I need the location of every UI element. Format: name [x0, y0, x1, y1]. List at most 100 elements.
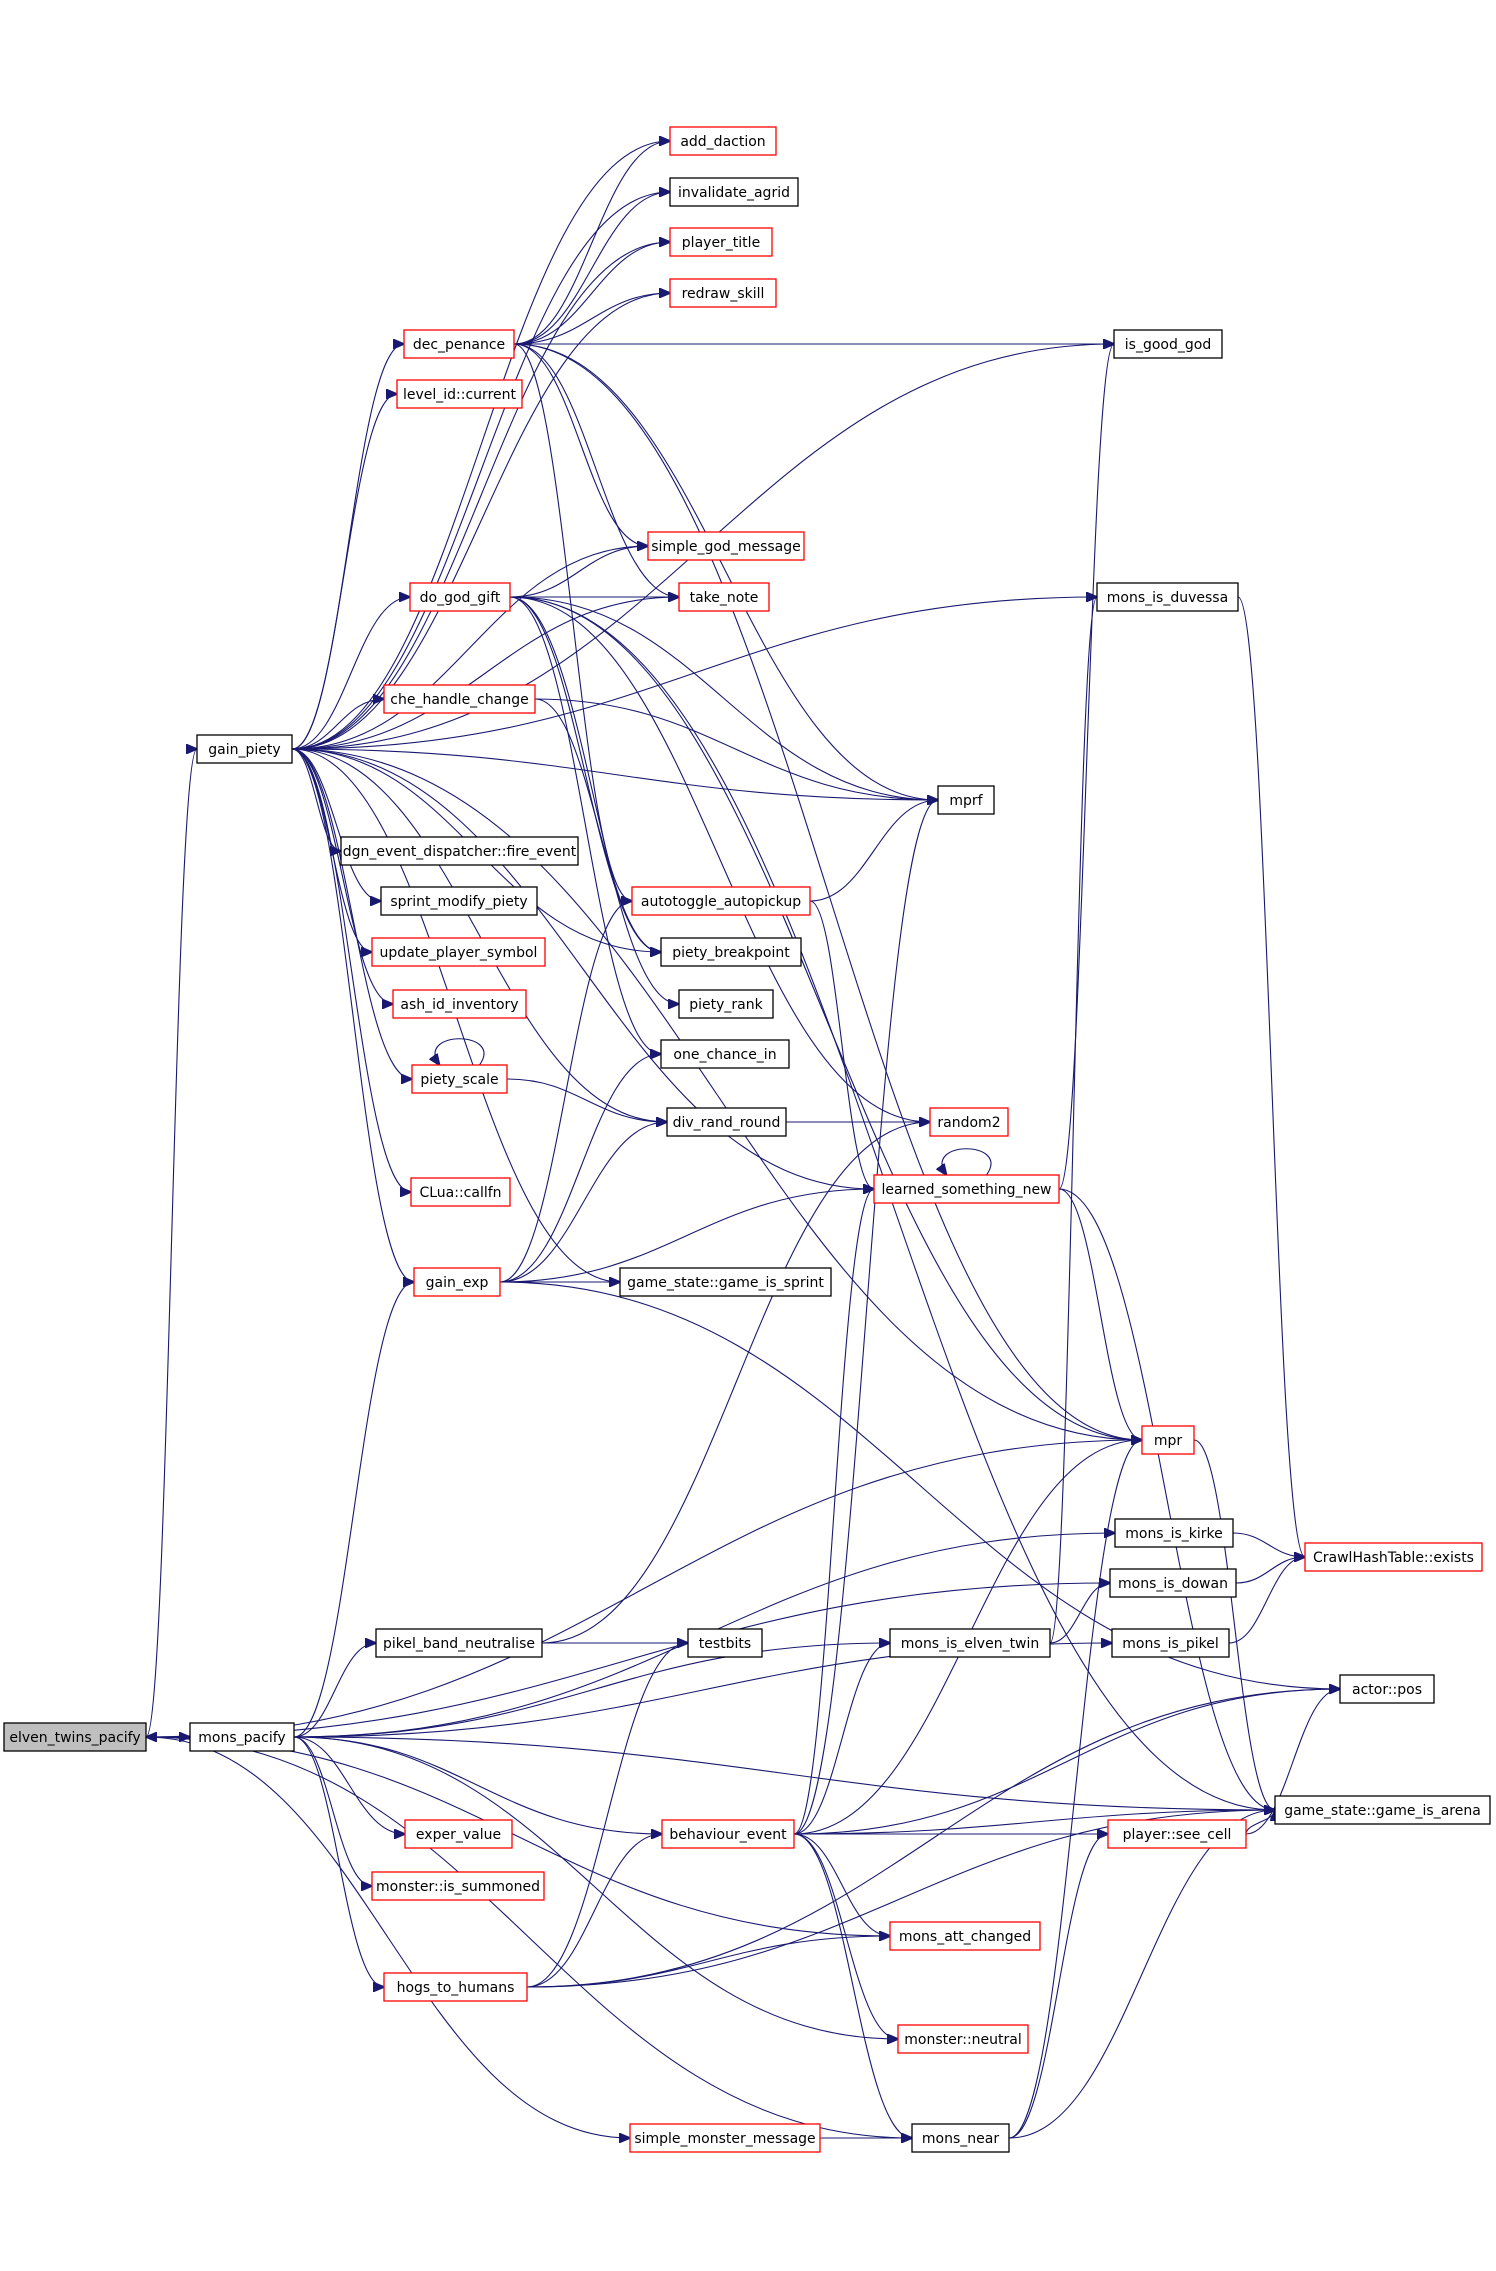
node-box [1109, 1568, 1237, 1598]
node-player_see_cell[interactable]: player::see_cell [1107, 1819, 1247, 1849]
node-monster_neutral[interactable]: monster::neutral [897, 2024, 1029, 2054]
node-mons_att_changed[interactable]: mons_att_changed [889, 1921, 1041, 1951]
node-label: piety_breakpoint [672, 945, 790, 961]
edge-gain_piety-to-div_rand_round [291, 748, 667, 1122]
node-mons_pacify[interactable]: mons_pacify [189, 1722, 295, 1752]
node-label: CLua::callfn [419, 1185, 501, 1201]
node-label: dgn_event_dispatcher::fire_event [343, 844, 577, 860]
node-label: piety_rank [689, 997, 763, 1013]
node-do_god_gift[interactable]: do_god_gift [409, 582, 511, 612]
node-elven_twins_pacify: elven_twins_pacify [3, 1722, 147, 1752]
node-mons_near[interactable]: mons_near [911, 2123, 1010, 2153]
node-box [189, 1722, 295, 1752]
node-label: mons_is_duvessa [1107, 590, 1228, 606]
node-label: behaviour_event [669, 1827, 787, 1843]
node-update_player_symbol[interactable]: update_player_symbol [371, 937, 546, 967]
node-mons_is_elven_twin[interactable]: mons_is_elven_twin [889, 1628, 1051, 1658]
node-redraw_skill[interactable]: redraw_skill [669, 278, 777, 308]
node-random2[interactable]: random2 [929, 1107, 1009, 1137]
node-take_note[interactable]: take_note [678, 582, 770, 612]
node-simple_monster_message[interactable]: simple_monster_message [629, 2123, 821, 2153]
edge-mons_near-to-mpr [1008, 1440, 1142, 2139]
edge-mons_pacify-to-exper_value [293, 1736, 405, 1834]
node-mons_is_kirke[interactable]: mons_is_kirke [1114, 1518, 1234, 1548]
edge-dec_penance-to-mprf [513, 343, 938, 800]
node-box [1107, 1819, 1247, 1849]
node-box [3, 1722, 147, 1752]
node-box [631, 886, 811, 916]
node-hogs_to_humans[interactable]: hogs_to_humans [383, 1972, 528, 2002]
node-ash_id_inventory[interactable]: ash_id_inventory [392, 989, 527, 1019]
node-label: mons_is_pikel [1122, 1636, 1218, 1652]
edge-dec_penance-to-player_title [513, 242, 670, 345]
edge-do_god_gift-to-mpr [509, 596, 1142, 1440]
node-box [937, 785, 995, 815]
node-piety_breakpoint[interactable]: piety_breakpoint [660, 937, 802, 967]
edge-gain_piety-to-che_handle_change [291, 699, 384, 750]
node-mons_is_dowan[interactable]: mons_is_dowan [1109, 1568, 1237, 1598]
node-game_is_sprint[interactable]: game_state::game_is_sprint [619, 1267, 832, 1297]
node-monster_is_summoned[interactable]: monster::is_summoned [371, 1871, 545, 1901]
node-mons_is_pikel[interactable]: mons_is_pikel [1111, 1628, 1230, 1658]
edge-dec_penance-to-take_note [513, 343, 679, 597]
node-div_rand_round[interactable]: div_rand_round [666, 1107, 787, 1137]
node-actor_pos[interactable]: actor::pos [1339, 1674, 1435, 1704]
edge-mons_is_pikel-to-crawlhashtable_exists [1228, 1557, 1305, 1644]
node-label: redraw_skill [682, 286, 765, 302]
node-mprf[interactable]: mprf [937, 785, 995, 815]
node-gain_exp[interactable]: gain_exp [413, 1267, 501, 1297]
node-learned_something_new[interactable]: learned_something_new [873, 1174, 1060, 1204]
node-add_daction[interactable]: add_daction [669, 126, 777, 156]
node-level_id_current[interactable]: level_id::current [396, 379, 523, 409]
node-box [375, 1628, 543, 1658]
node-player_title[interactable]: player_title [669, 227, 773, 257]
edge-do_god_gift-to-simple_god_message [509, 546, 648, 598]
node-crawlhashtable_exists[interactable]: CrawlHashTable::exists [1304, 1542, 1483, 1572]
node-testbits[interactable]: testbits [687, 1628, 763, 1658]
node-che_handle_change[interactable]: che_handle_change [383, 684, 536, 714]
node-box [669, 278, 777, 308]
node-label: monster::is_summoned [376, 1879, 540, 1895]
node-pikel_band_neutralise[interactable]: pikel_band_neutralise [375, 1628, 543, 1658]
node-clua_callfn[interactable]: CLua::callfn [410, 1177, 511, 1207]
node-label: exper_value [416, 1827, 501, 1843]
node-piety_scale[interactable]: piety_scale [411, 1064, 508, 1094]
node-label: mons_is_kirke [1125, 1526, 1223, 1542]
node-simple_god_message[interactable]: simple_god_message [647, 531, 805, 561]
node-exper_value[interactable]: exper_value [404, 1819, 513, 1849]
node-box [392, 989, 527, 1019]
node-one_chance_in[interactable]: one_chance_in [660, 1039, 790, 1069]
node-label: is_good_god [1125, 337, 1211, 353]
node-game_is_arena[interactable]: game_state::game_is_arena [1274, 1795, 1491, 1825]
node-box [383, 684, 536, 714]
node-gain_piety[interactable]: gain_piety [196, 734, 293, 764]
edge-hogs_to_humans-to-actor_pos [526, 1689, 1340, 1988]
node-label: hogs_to_humans [397, 1980, 515, 1996]
edge-learned_something_new-to-is_good_god [1058, 344, 1114, 1190]
edge-gain_piety-to-ash_id_inventory [291, 748, 393, 1004]
node-invalidate_agrid[interactable]: invalidate_agrid [669, 177, 799, 207]
node-piety_rank[interactable]: piety_rank [678, 989, 774, 1019]
node-sprint_modify_piety[interactable]: sprint_modify_piety [380, 886, 538, 916]
node-is_good_god[interactable]: is_good_god [1113, 329, 1223, 359]
edge-behaviour_event-to-actor_pos [793, 1689, 1340, 1835]
node-box [413, 1267, 501, 1297]
edge-behaviour_event-to-mons_att_changed [793, 1833, 890, 1936]
edge-gain_piety-to-piety_scale [291, 748, 412, 1079]
node-mpr[interactable]: mpr [1141, 1425, 1195, 1455]
node-label: piety_scale [420, 1072, 498, 1088]
edge-do_god_gift-to-piety_rank [509, 596, 679, 1004]
edge-gain_piety-to-learned_something_new [291, 748, 874, 1189]
node-behaviour_event[interactable]: behaviour_event [661, 1819, 795, 1849]
node-mons_is_duvessa[interactable]: mons_is_duvessa [1096, 582, 1239, 612]
node-label: testbits [699, 1636, 751, 1652]
node-box [889, 1628, 1051, 1658]
edge-behaviour_event-to-monster_neutral [793, 1833, 898, 2039]
node-autotoggle_autopickup[interactable]: autotoggle_autopickup [631, 886, 811, 916]
node-dgn_fire_event[interactable]: dgn_event_dispatcher::fire_event [340, 836, 579, 866]
edge-gain_piety-to-clua_callfn [291, 748, 411, 1192]
node-box [396, 379, 523, 409]
edge-mons_is_elven_twin-to-mons_is_duvessa [1049, 597, 1097, 1644]
node-dec_penance[interactable]: dec_penance [403, 329, 515, 359]
edge-dec_penance-to-mpr [513, 343, 1142, 1440]
